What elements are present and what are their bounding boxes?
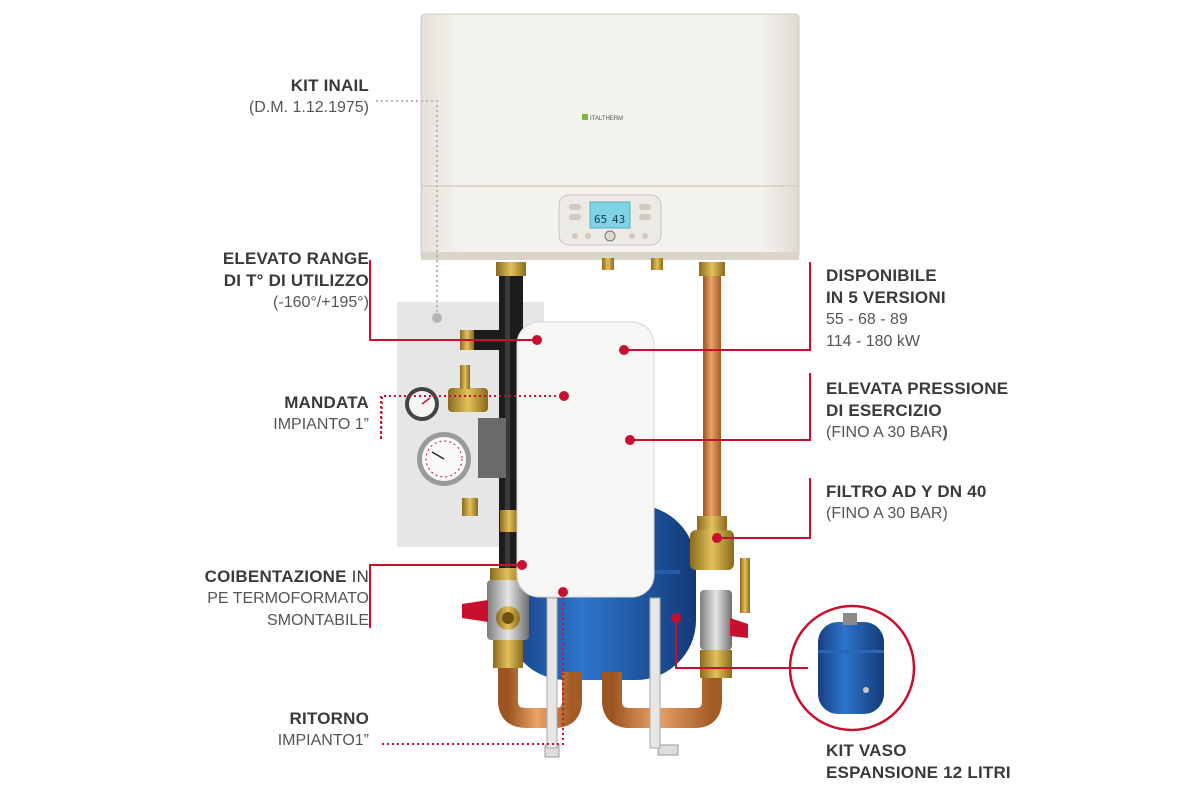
- display-left-value: 65: [594, 213, 607, 226]
- label-subtitle: IMPIANTO1”: [277, 732, 369, 749]
- callout-dotted-lines: [376, 100, 564, 745]
- label-subtitle: 55 - 68 - 89: [826, 311, 908, 328]
- label-range: ELEVATO RANGE DI T° DI UTILIZZO (-160°/+…: [223, 248, 369, 314]
- label-title: ESPANSIONE 12 LITRI: [826, 763, 1011, 782]
- pressure-gauge-small: [405, 387, 439, 421]
- insulation-cover: [516, 321, 655, 598]
- label-title: COIBENTAZIONE: [204, 567, 347, 586]
- label-subtitle-row: (FINO A 30 BAR): [826, 422, 1008, 444]
- label-title: DISPONIBILE: [826, 266, 937, 285]
- callout-dot: [432, 313, 442, 323]
- y-filter: [690, 530, 750, 678]
- label-subtitle: (-160°/+195°): [273, 294, 369, 311]
- copper-pipe-right: [697, 262, 727, 532]
- callout-line-range: [369, 260, 537, 341]
- boiler-unit: ITALTHERM 65 43: [420, 13, 800, 270]
- label-subtitle: IMPIANTO 1”: [273, 416, 369, 433]
- panel-button: [569, 214, 581, 220]
- callout-line-filtro: [717, 478, 811, 539]
- display-right-value: 43: [612, 213, 625, 226]
- label-title: FILTRO AD Y DN 40: [826, 482, 987, 501]
- copper-pipes-bottom: [498, 597, 722, 758]
- label-title-row: COIBENTAZIONE IN: [205, 566, 369, 588]
- label-coibentazione: COIBENTAZIONE IN PE TERMOFORMATO SMONTAB…: [205, 566, 369, 632]
- callout-line-pressione: [630, 373, 811, 441]
- callout-dot: [558, 587, 568, 597]
- callout-line-disponibile: [624, 262, 811, 351]
- label-title: DI T° DI UTILIZZO: [223, 271, 369, 290]
- label-subtitle: (FINO A 30 BAR): [826, 505, 948, 522]
- callout-dot: [619, 345, 629, 355]
- callout-dot: [559, 391, 569, 401]
- callout-dot: [712, 533, 722, 543]
- panel-button: [642, 233, 648, 239]
- label-title: ELEVATA PRESSIONE: [826, 379, 1009, 398]
- label-kit-inail: KIT INAIL (D.M. 1.12.1975): [249, 75, 369, 119]
- callout-dot: [532, 335, 542, 345]
- callout-dot: [671, 613, 681, 623]
- dotted-line-inail: [376, 100, 438, 318]
- label-title: DI ESERCIZIO: [826, 401, 942, 420]
- callout-dot: [625, 435, 635, 445]
- label-title: MANDATA: [284, 393, 369, 412]
- label-line: PE TERMOFORMATO: [207, 590, 369, 607]
- boiler-brand: ITALTHERM: [590, 116, 623, 122]
- label-title: KIT INAIL: [290, 76, 369, 95]
- label-subtitle: 114 - 180 kW: [826, 333, 920, 350]
- panel-button: [569, 204, 581, 210]
- valve-bottom-left: [462, 568, 529, 668]
- panel-button: [585, 233, 591, 239]
- dotted-line-ritorno: [382, 592, 564, 745]
- callout-dots: [432, 313, 722, 623]
- panel-button: [639, 204, 651, 210]
- power-icon: [604, 230, 616, 242]
- panel-button: [639, 214, 651, 220]
- label-vaso: KIT VASO ESPANSIONE 12 LITRI: [826, 740, 1011, 784]
- label-title: KIT VASO: [826, 741, 907, 760]
- label-disponibile: DISPONIBILE IN 5 VERSIONI 55 - 68 - 89 1…: [826, 265, 946, 353]
- label-title: RITORNO: [289, 709, 369, 728]
- pressure-gauge-large: [417, 432, 471, 486]
- expansion-tank-inset: [788, 604, 916, 732]
- callout-lines: [369, 260, 811, 669]
- label-inline: IN: [346, 567, 369, 586]
- label-filtro: FILTRO AD Y DN 40 (FINO A 30 BAR): [826, 481, 987, 525]
- callout-line-coibentazione: [369, 564, 520, 568]
- panel-button: [629, 233, 635, 239]
- label-line: SMONTABILE: [267, 612, 369, 629]
- label-subtitle-close: ): [942, 424, 948, 441]
- callout-line-vaso: [675, 618, 808, 669]
- label-title: IN 5 VERSIONI: [826, 288, 946, 307]
- label-pressione: ELEVATA PRESSIONE DI ESERCIZIO (FINO A 3…: [826, 378, 1008, 444]
- lcd-display: [589, 201, 631, 229]
- label-subtitle: (D.M. 1.12.1975): [248, 99, 369, 116]
- label-mandata: MANDATA IMPIANTO 1”: [273, 392, 369, 436]
- label-title: ELEVATO RANGE: [222, 249, 369, 268]
- dotted-line-mandata: [380, 395, 564, 441]
- callout-dot: [517, 560, 527, 570]
- label-subtitle: (FINO A 30 BAR: [826, 424, 943, 441]
- label-ritorno: RITORNO IMPIANTO1”: [278, 708, 369, 752]
- panel-button: [572, 233, 578, 239]
